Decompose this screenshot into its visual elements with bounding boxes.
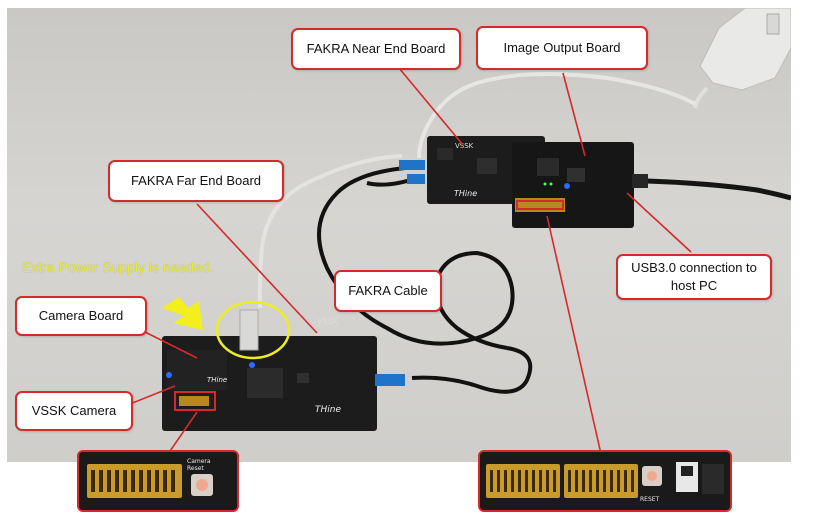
camera-reset-print: Camera Reset (187, 458, 211, 472)
camera-board-thine-print: THine (207, 376, 227, 384)
white-cable-top (417, 72, 696, 159)
callout-vssk-camera: VSSK Camera (15, 391, 133, 431)
callout-fakra-cable: FAKRA Cable (334, 270, 442, 312)
camera-connector-closeup-drawing (79, 452, 237, 510)
near-board-vssk-print: VSSK (455, 142, 474, 150)
output-board-highlight (516, 200, 564, 210)
callout-image-output-board-label: Image Output Board (503, 40, 621, 56)
callout-fakra-cable-label: FAKRA Cable (348, 283, 428, 299)
hardware-setup-photo: VSSK THine VSSK THine THi (7, 8, 791, 462)
callout-near-end-board-label: FAKRA Near End Board (306, 41, 446, 57)
photo-drawing: VSSK THine VSSK THine THi (124, 8, 791, 455)
far-fakra-connector (375, 374, 405, 386)
output-connector-closeup-drawing (480, 452, 730, 510)
far-board-thine-print: THine (315, 405, 341, 415)
far-end-board: VSSK THine THine (162, 309, 405, 431)
usb-cable (646, 178, 791, 201)
callout-far-end-board: FAKRA Far End Board (108, 160, 284, 202)
camera-connector-closeup: Camera Reset (77, 450, 239, 512)
far-board-vssk-print: VSSK (317, 317, 339, 326)
callout-usb-connection: USB3.0 connection to host PC (616, 254, 772, 300)
near-fakra-connector-2 (407, 174, 425, 184)
callout-image-output-board: Image Output Board (476, 26, 648, 70)
power-arrow (162, 297, 203, 330)
fakra-cable-end (411, 346, 533, 394)
reset-print: RESET (640, 496, 660, 503)
callout-near-end-board: FAKRA Near End Board (291, 28, 461, 70)
extra-power-note: Extra Power Supply is needed. (22, 259, 214, 275)
callout-usb-connection-label: USB3.0 connection to host PC (631, 260, 757, 293)
image-output-board (512, 142, 648, 228)
near-fakra-connector-1 (399, 160, 425, 170)
callout-far-end-board-label: FAKRA Far End Board (130, 173, 262, 189)
output-connector-closeup: RESET (478, 450, 732, 512)
power-supply-highlight-circle (215, 300, 291, 360)
callout-camera-board: Camera Board (15, 296, 147, 336)
power-adapter (693, 8, 791, 109)
callout-pointers (124, 67, 692, 455)
callout-vssk-camera-label: VSSK Camera (31, 403, 117, 419)
callout-camera-board-label: Camera Board (38, 308, 124, 324)
vssk-camera-highlight (174, 391, 216, 411)
near-board-thine-print: THine (454, 189, 477, 198)
